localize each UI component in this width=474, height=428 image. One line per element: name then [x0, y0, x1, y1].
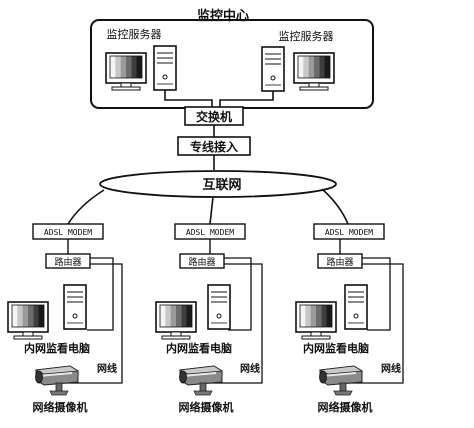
camera-label: 网络摄像机 — [179, 400, 234, 414]
router-label: 路由器 — [326, 256, 353, 268]
router-to-camera-cable — [52, 263, 123, 384]
internet-label: 互联网 — [202, 178, 241, 193]
router-to-camera-cable — [196, 263, 263, 384]
server-left-label: 监控服务器 — [107, 27, 162, 41]
pc-tower-icon — [261, 46, 285, 92]
monitor-icon — [295, 301, 337, 340]
pc-tower-icon — [344, 284, 368, 330]
switch-label: 交换机 — [196, 109, 232, 124]
leased-line-label: 专线接入 — [190, 139, 238, 154]
cable-label: 网线 — [97, 362, 117, 375]
monitoring-center-title: 监控中心 — [197, 8, 249, 24]
server-right-label: 监控服务器 — [279, 29, 334, 43]
adsl-modem-label: ADSL MODEM — [325, 228, 373, 237]
adsl-modem-box — [313, 223, 385, 240]
ip-camera-icon — [178, 365, 223, 396]
pc-label: 内网监看电脑 — [303, 341, 369, 355]
ip-camera-icon — [34, 365, 79, 396]
router-to-pc-cable — [224, 257, 252, 331]
branch-site: ADSL MODEM 路由器 内网监看电脑 网线 网络摄像机 — [7, 223, 123, 414]
pc-tower-icon — [207, 284, 231, 330]
monitor-icon — [7, 301, 49, 340]
internet-link-right — [321, 188, 349, 225]
router-label: 路由器 — [188, 256, 215, 268]
router-to-pc-cable — [362, 257, 391, 331]
camera-label: 网络摄像机 — [33, 400, 88, 414]
cable-label: 网线 — [240, 362, 260, 375]
internet-link-left — [67, 189, 105, 225]
router-box — [45, 253, 91, 269]
internet-link-middle — [209, 196, 214, 225]
camera-label: 网络摄像机 — [318, 400, 373, 414]
server-link-right — [219, 91, 274, 110]
pc-tower-icon — [63, 284, 87, 330]
router-box — [317, 253, 363, 269]
server-link-left — [164, 90, 213, 110]
branch-site: ADSL MODEM 路由器 内网监看电脑 网线 网络摄像机 — [295, 223, 404, 414]
adsl-modem-label: ADSL MODEM — [186, 228, 234, 237]
cable-label: 网线 — [381, 362, 401, 375]
monitor-icon — [155, 301, 197, 340]
adsl-modem-label: ADSL MODEM — [44, 228, 92, 237]
branch-site: ADSL MODEM 路由器 内网监看电脑 网线 网络摄像机 — [155, 223, 263, 414]
pc-tower-icon — [153, 45, 177, 91]
router-label: 路由器 — [54, 256, 81, 268]
pc-label: 内网监看电脑 — [166, 341, 232, 355]
router-to-camera-cable — [340, 263, 404, 384]
router-to-pc-cable — [87, 257, 114, 331]
pc-label: 内网监看电脑 — [24, 341, 90, 355]
internet-cloud-icon — [99, 170, 337, 198]
ip-camera-icon — [318, 365, 363, 396]
router-box — [179, 253, 225, 269]
